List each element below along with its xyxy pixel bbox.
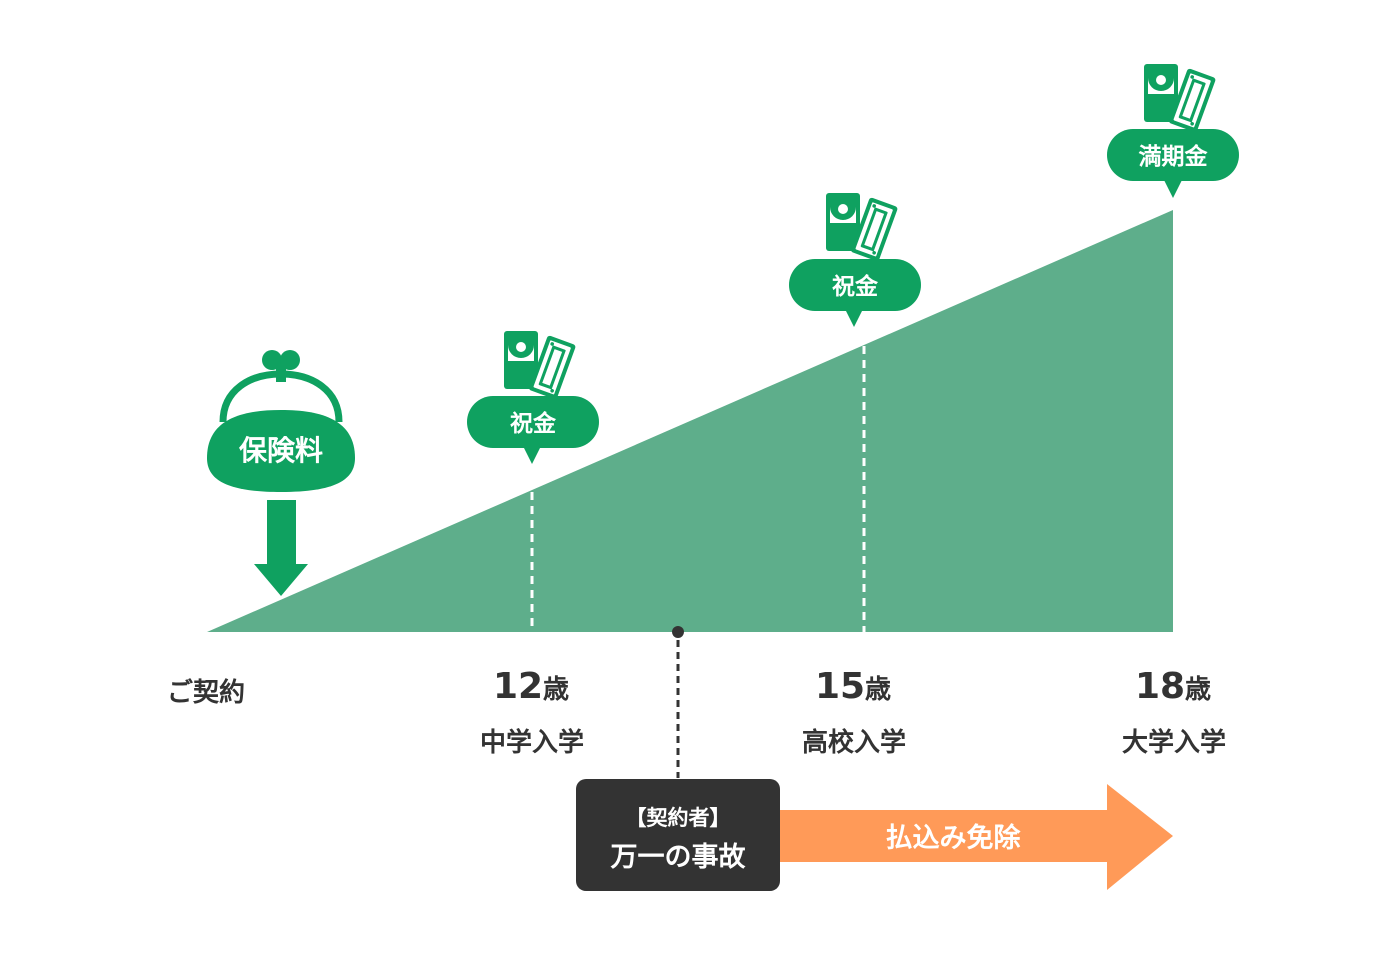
stage-age12: 12歳 <box>493 666 569 707</box>
age15-unit: 歳 <box>865 675 891 705</box>
bubble-age12 <box>467 396 599 464</box>
event-box-line2: 万一の事故 <box>611 842 746 873</box>
bubble-age15 <box>789 259 921 327</box>
bubble-age18 <box>1107 129 1239 198</box>
premium-label: 保険料 <box>239 434 323 467</box>
stage-start-label: ご契約 <box>167 677 245 708</box>
event-box <box>576 779 780 891</box>
age12-unit: 歳 <box>543 675 569 705</box>
waiver-label: 払込み免除 <box>886 822 1022 854</box>
stage-age15: 15歳 <box>815 666 891 707</box>
bubble-age15-label: 祝金 <box>832 273 879 300</box>
waiver-arrow <box>778 784 1173 890</box>
bubble-age18-label: 満期金 <box>1139 143 1209 170</box>
premium-down-arrow <box>254 500 308 596</box>
stage-age15-label: 高校入学 <box>802 727 906 758</box>
stage-age18-label: 大学入学 <box>1122 727 1226 758</box>
growth-area <box>207 210 1173 632</box>
bubble-age12-label: 祝金 <box>510 410 557 437</box>
age12-number: 12 <box>493 666 543 707</box>
stage-age18: 18歳 <box>1135 666 1211 707</box>
stage-age12-label: 中学入学 <box>480 727 584 758</box>
envelope-with-bill-icon <box>1144 64 1217 133</box>
age15-number: 15 <box>815 666 865 707</box>
envelope-with-bill-icon <box>504 331 577 400</box>
age18-unit: 歳 <box>1185 675 1211 705</box>
age18-number: 18 <box>1135 666 1185 707</box>
event-marker <box>672 626 684 638</box>
coin-purse-icon <box>207 350 355 492</box>
envelope-with-bill-icon <box>826 193 899 262</box>
event-box-line1: 【契約者】 <box>626 806 731 830</box>
